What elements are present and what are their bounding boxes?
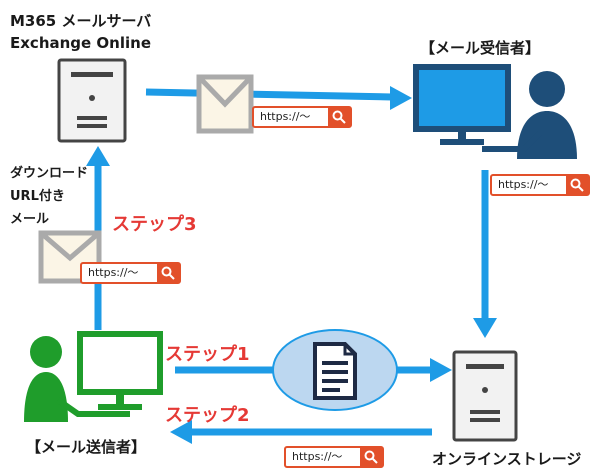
arrow-return-url [170,420,192,444]
url-search-box-left: https://～ [80,262,181,284]
note-line2: URL付き [10,189,65,204]
recipient-label: 【メール受信者】 [420,39,541,57]
url-text: https://～ [260,110,311,123]
storage-label: オンラインストレージ [432,450,582,468]
server-title-line2: Exchange Online [10,34,151,52]
url-text: https://～ [292,450,343,463]
sender-label: 【メール送信者】 [26,438,147,456]
url-text: https://～ [88,266,139,279]
arrow-upload [430,358,452,382]
search-icon [566,176,588,194]
arrow-to-storage-down [473,318,497,338]
storage-server-icon [452,350,518,442]
search-icon [360,448,382,466]
recipient-pc-icon [413,64,577,159]
arrow-to-recipient [390,86,412,110]
url-text: https://～ [498,178,549,191]
step3-label: ステップ3 [112,214,197,235]
envelope-icon [196,74,254,134]
note-line3: メール [10,212,50,227]
url-search-box-top: https://～ [252,106,352,128]
server-title-line1: M365 メールサーバ [10,12,152,30]
mail-server-icon [57,58,127,143]
download-url-mail-note: ダウンロード URL付き メール [10,162,88,231]
sender-pc-icon [24,331,163,422]
url-search-box-bottom: https://～ [284,446,384,468]
step1-label: ステップ1 [165,344,250,365]
search-icon [157,264,179,282]
search-icon [328,108,350,126]
url-search-box-right: https://～ [490,174,590,196]
arrow-to-server [86,146,110,166]
step2-label: ステップ2 [165,405,250,426]
document-upload-icon [272,329,398,411]
note-line1: ダウンロード [10,166,89,181]
